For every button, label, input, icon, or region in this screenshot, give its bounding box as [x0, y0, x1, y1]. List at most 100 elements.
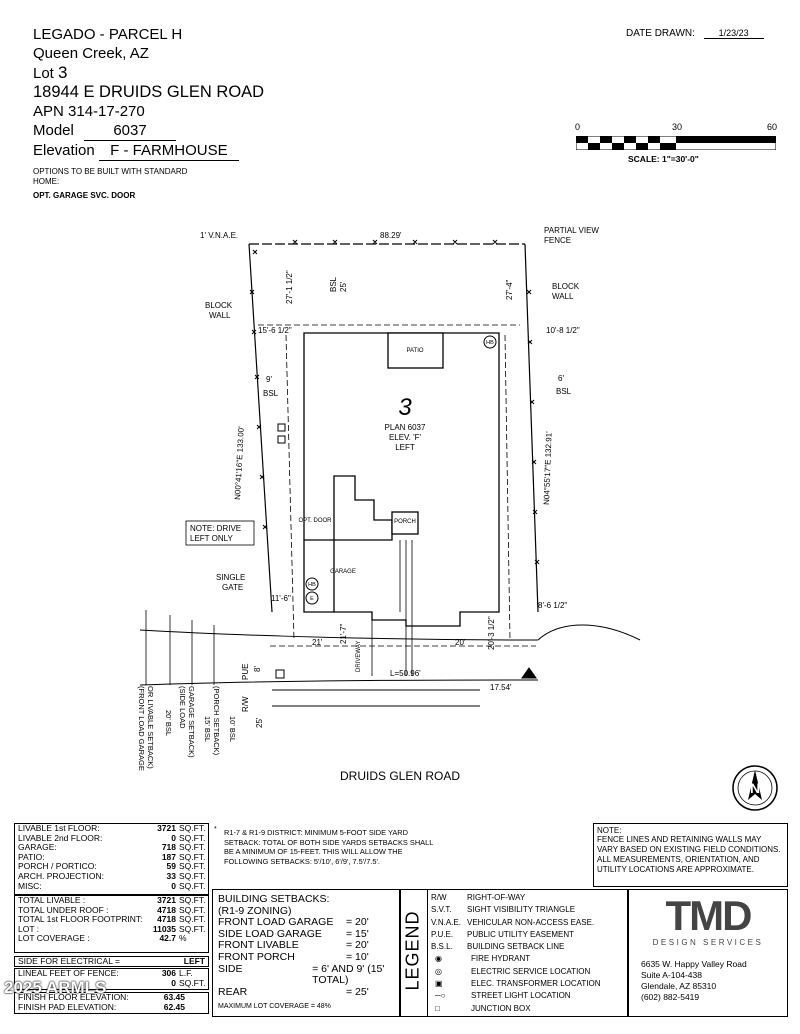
legend-desc: ELECTRIC SERVICE LOCATION — [471, 966, 591, 976]
setback-row-label: SIDE LOAD GARAGE — [218, 927, 322, 940]
setback-row: SIDE= 6' AND 9' (15' TOTAL) — [218, 962, 394, 987]
legend-abbr: R/W — [431, 893, 447, 902]
junction-box-icon — [275, 669, 285, 679]
legend-desc: PUBLIC UTILITY EASEMENT — [467, 929, 574, 939]
dim-21a: 21' — [312, 638, 323, 647]
partial-view-label: PARTIAL VIEW — [544, 226, 599, 235]
setback-row: SIDE LOAD GARAGE = 15' — [218, 927, 394, 941]
hb-rear-text: HB — [486, 340, 494, 346]
elevation-rows: FINISH FLOOR ELEVATION:63.45 FINISH PAD … — [14, 992, 209, 1014]
legend-desc: BUILDING SETBACK LINE — [467, 942, 565, 952]
area_table-unit: SQ.FT. — [179, 823, 206, 833]
finish-pad-value: 62.45 — [163, 1001, 185, 1012]
legend-symbol-icon: ◎ — [435, 966, 442, 976]
legend-desc: FIRE HYDRANT — [471, 954, 531, 964]
address: 18944 E DRUIDS GLEN ROAD — [33, 83, 265, 101]
totals_table-value: 4718 — [157, 904, 176, 915]
hose-bib-icon-rear — [483, 335, 497, 349]
area_table-unit: SQ.FT. — [179, 870, 206, 881]
note-drive-box — [185, 520, 255, 546]
setback-row-value: = 10' — [346, 950, 369, 963]
transformer-icon — [521, 667, 537, 679]
dim-20: 20' — [455, 638, 466, 647]
setback-row-value: = 15' — [346, 927, 369, 940]
site-plan: HB HB E 3 PLAN 6037 ELEV. 'F' LEFT PATIO… — [137, 226, 778, 811]
model-label: Model — [33, 122, 74, 139]
area_table-value: 0 — [171, 880, 176, 891]
area_table-unit: SQ.FT. — [179, 832, 206, 843]
setback-row-label: FRONT LIVABLE — [218, 939, 299, 952]
totals_table-value: 42.7 — [159, 933, 176, 944]
legend-title: LEGEND — [402, 910, 423, 991]
note-box: NOTE: FENCE LINES AND RETAINING WALLS MA… — [593, 823, 788, 887]
single-gate-1: SINGLE — [216, 573, 245, 582]
legend-row: V.N.A.E.VEHICULAR NON-ACCESS EASE. — [431, 917, 626, 929]
header-block: LEGADO - PARCEL H Queen Creek, AZ Lot 3 … — [33, 25, 264, 201]
setback-label-2: OR LIVABLE SETBACK) — [146, 686, 155, 769]
totals_table-unit: SQ.FT. — [179, 895, 206, 905]
company-logo: TMD — [665, 892, 753, 939]
dim-25: 25' — [255, 717, 264, 728]
setback-row-label: REAR — [218, 985, 248, 998]
top-dimension: 88.29' — [380, 231, 402, 240]
site-symbols — [275, 335, 537, 679]
company-box: TMD DESIGN SERVICES 6635 W. Happy Valley… — [628, 889, 788, 1017]
dim-203: 20'-3 1/2" — [487, 616, 496, 650]
setback-row-label: SIDE — [218, 962, 243, 975]
area_table-label: LIVABLE 1st FLOOR: — [18, 823, 100, 833]
legend-desc: RIGHT-OF-WAY — [467, 893, 526, 902]
legend-desc: SIGHT VISIBILITY TRIANGLE — [467, 905, 576, 915]
legend-row: ◎ ELECTRIC SERVICE LOCATION — [431, 966, 626, 978]
lot-number: 3 — [398, 394, 412, 421]
plan-line-2: ELEV. 'F' — [389, 433, 422, 442]
left-15-dim: 15'-6 1/2" — [258, 326, 292, 335]
bsl-left-label: BSL — [263, 389, 279, 398]
legend-box: LEGEND R/W RIGHT-OF-WAY S.V.T. SIGHT VISIBI… — [400, 889, 628, 1017]
finish-floor-value: 63.45 — [163, 992, 185, 1002]
legend-row: ─○STREET LIGHT LOCATION — [431, 990, 626, 1002]
legend-symbol-icon: ─○ — [435, 991, 446, 1001]
meter-icon-2 — [277, 435, 286, 444]
setbacks-box: BUILDING SETBACKS: (R1-9 ZONING) FRONT L… — [212, 889, 400, 1017]
lot-line: Lot 3 — [33, 63, 264, 83]
legend-row: B.S.L.BUILDING SETBACK LINE — [431, 941, 626, 953]
opt-door-label: OPT. DOOR — [298, 518, 332, 524]
totals_table-unit: SQ.FT. — [179, 923, 206, 934]
legend-abbr: S.V.T. — [431, 905, 452, 915]
legend-symbol-icon: ◉ — [435, 954, 442, 964]
meter-icon-1 — [277, 423, 286, 432]
setback-row: FRONT PORCH= 10' — [218, 950, 394, 964]
totals_table-label: LOT COVERAGE : — [18, 933, 90, 944]
plan-line-3: LEFT — [395, 443, 415, 452]
setback-row-value: = 20' — [346, 916, 369, 929]
setback-label-4: (SIDE LOAD — [178, 686, 187, 729]
driveway-lines — [371, 540, 413, 676]
patio-outline — [387, 332, 444, 369]
scale-tick-60: 60 — [767, 122, 778, 132]
scale-label: SCALE: 1"=30'-0" — [628, 154, 699, 164]
wall-value: 0 — [171, 977, 176, 988]
setback-leaders — [145, 610, 215, 685]
legend-row: P.U.E.PUBLIC UTILITY EASEMENT — [431, 929, 626, 941]
dim-21b: 21'-7" — [339, 623, 348, 644]
block-wall-left-1: BLOCK — [205, 301, 233, 310]
city: Queen Creek, AZ — [33, 45, 149, 62]
dim-8: 8' — [253, 666, 262, 672]
block-wall-left-2: WALL — [209, 311, 231, 320]
area_table-value: 3721 — [157, 823, 176, 833]
company-tagline: DESIGN SERVICES — [652, 938, 764, 947]
note-drive-2: LEFT ONLY — [190, 534, 233, 543]
area_table-label: LIVABLE 2nd FLOOR: — [18, 832, 103, 843]
legend-symbol-icon: ▣ — [435, 979, 443, 989]
street-name: DRUIDS GLEN ROAD — [340, 769, 460, 783]
area_table-unit: SQ.FT. — [179, 842, 206, 853]
fence-markers — [249, 239, 540, 565]
legend-desc: ELEC. TRANSFORMER LOCATION — [471, 979, 601, 989]
apn: APN 314-17-270 — [33, 103, 145, 120]
elevation-line: Elevation F - FARMHOUSE — [33, 141, 264, 161]
rear-right-dim: 27'-4" — [505, 279, 514, 300]
single-gate-2: GATE — [222, 583, 243, 592]
